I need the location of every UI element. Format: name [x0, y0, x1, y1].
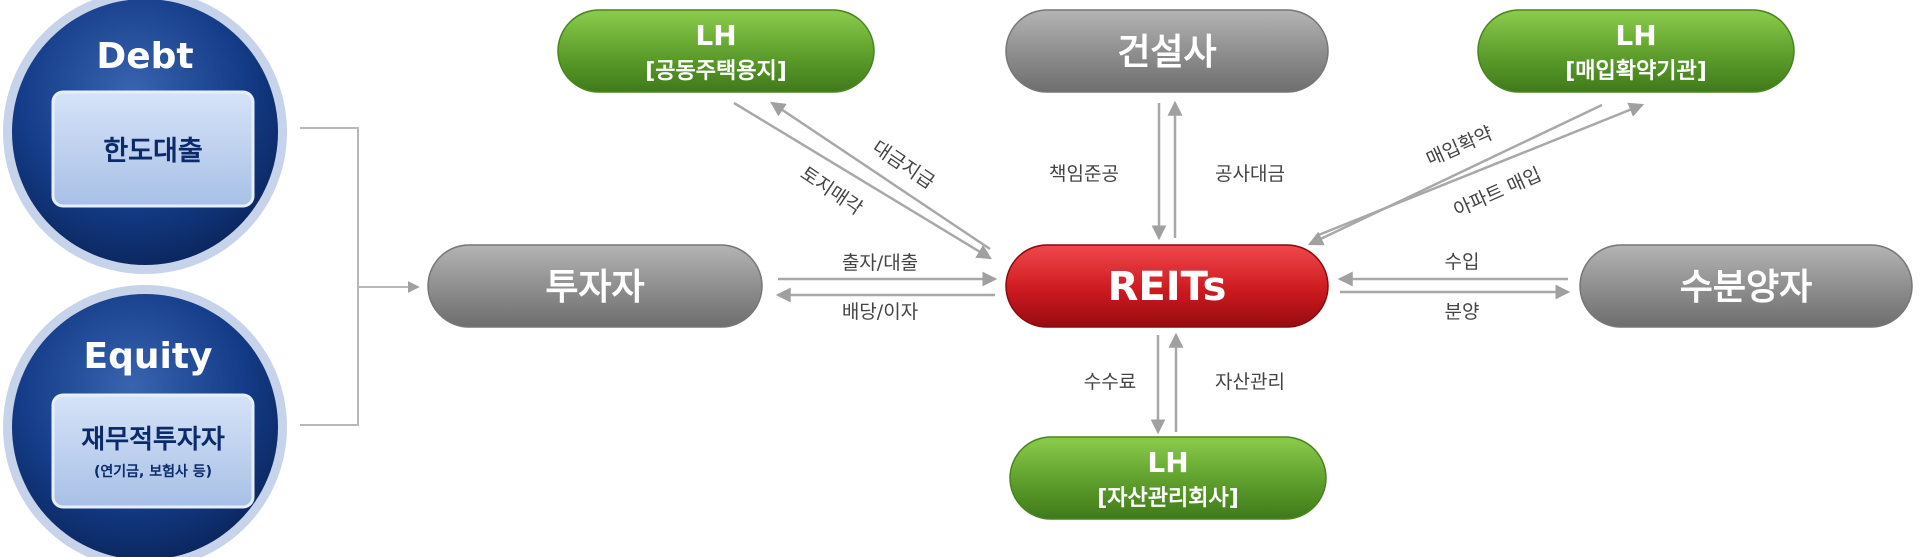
label-reits-to-asset: 수수료: [1084, 371, 1136, 393]
arrow-reits-to-land: [770, 101, 991, 251]
label-purchase-to-reits: 아파트 매입: [1450, 163, 1544, 221]
equity-title: Equity: [83, 336, 212, 377]
constructor-label: 건설사: [1117, 32, 1216, 73]
investor-label: 투자자: [545, 267, 644, 308]
buyer-label: 수분양자: [1680, 267, 1812, 308]
node-constructor: 건설사: [1005, 9, 1329, 93]
arrow-reits-to-purchase: [1315, 102, 1645, 238]
label-investor-to-reits: 출자/대출: [842, 252, 918, 274]
label-land-to-reits: 토지매각: [796, 162, 866, 219]
node-buyer: 수분양자: [1579, 244, 1913, 328]
equity-item-note: (연기금, 보험사 등): [94, 463, 212, 480]
node-lh-land: LH [공동주택용지]: [557, 9, 875, 93]
label-constructor-to-reits: 책임준공: [1049, 163, 1119, 185]
equity-item-box: [51, 393, 255, 509]
debt-item-box: [51, 90, 255, 208]
lh-asset-line2: [자산관리회사]: [1097, 486, 1239, 511]
debt-source: Debt 한도대출: [3, 0, 287, 274]
debt-title: Debt: [96, 36, 193, 77]
connectors: [733, 100, 1645, 435]
lh-land-line1: LH: [695, 19, 736, 52]
label-reits-to-constructor: 공사대금: [1215, 163, 1285, 185]
equity-source: Equity 재무적투자자 (연기금, 보험사 등): [3, 285, 287, 557]
label-reits-to-purchase: 매입확약: [1423, 122, 1496, 171]
debt-item-label: 한도대출: [103, 136, 202, 167]
lh-land-line2: [공동주택용지]: [645, 59, 787, 84]
lh-purchase-line2: [매입확약기관]: [1565, 59, 1707, 84]
label-reits-to-land: 대금지급: [868, 136, 938, 193]
reits-label: REITs: [1108, 264, 1227, 310]
label-reits-to-buyer: 분양: [1445, 301, 1480, 323]
lh-purchase-line1: LH: [1615, 19, 1656, 52]
sources-bracket: [300, 127, 420, 426]
node-investor: 투자자: [427, 244, 763, 328]
label-asset-to-reits: 자산관리: [1215, 371, 1285, 393]
label-reits-to-investor: 배당/이자: [842, 301, 918, 323]
equity-item-label: 재무적투자자: [81, 425, 225, 455]
arrow-purchase-to-reits: [1307, 103, 1603, 246]
arrow-land-to-reits: [733, 101, 992, 260]
node-lh-asset: LH [자산관리회사]: [1009, 436, 1327, 520]
lh-asset-line1: LH: [1147, 446, 1188, 479]
node-lh-purchase: LH [매입확약기관]: [1477, 9, 1795, 93]
node-reits: REITs: [1005, 244, 1329, 328]
label-buyer-to-reits: 수입: [1445, 251, 1480, 273]
